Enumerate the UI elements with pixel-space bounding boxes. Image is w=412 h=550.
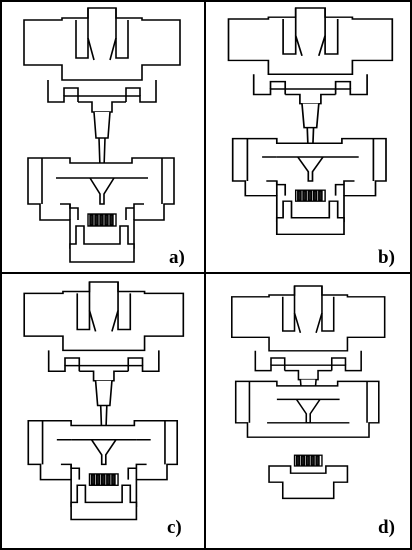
panel-label-d: d) xyxy=(378,517,395,538)
panel-label-c: c) xyxy=(167,517,182,538)
panel-label-a: a) xyxy=(169,247,185,268)
panel-d xyxy=(231,285,386,500)
panel-label-b: b) xyxy=(378,247,395,268)
panel-c xyxy=(23,281,185,521)
panel-a xyxy=(23,7,181,263)
panel-b xyxy=(227,7,394,236)
